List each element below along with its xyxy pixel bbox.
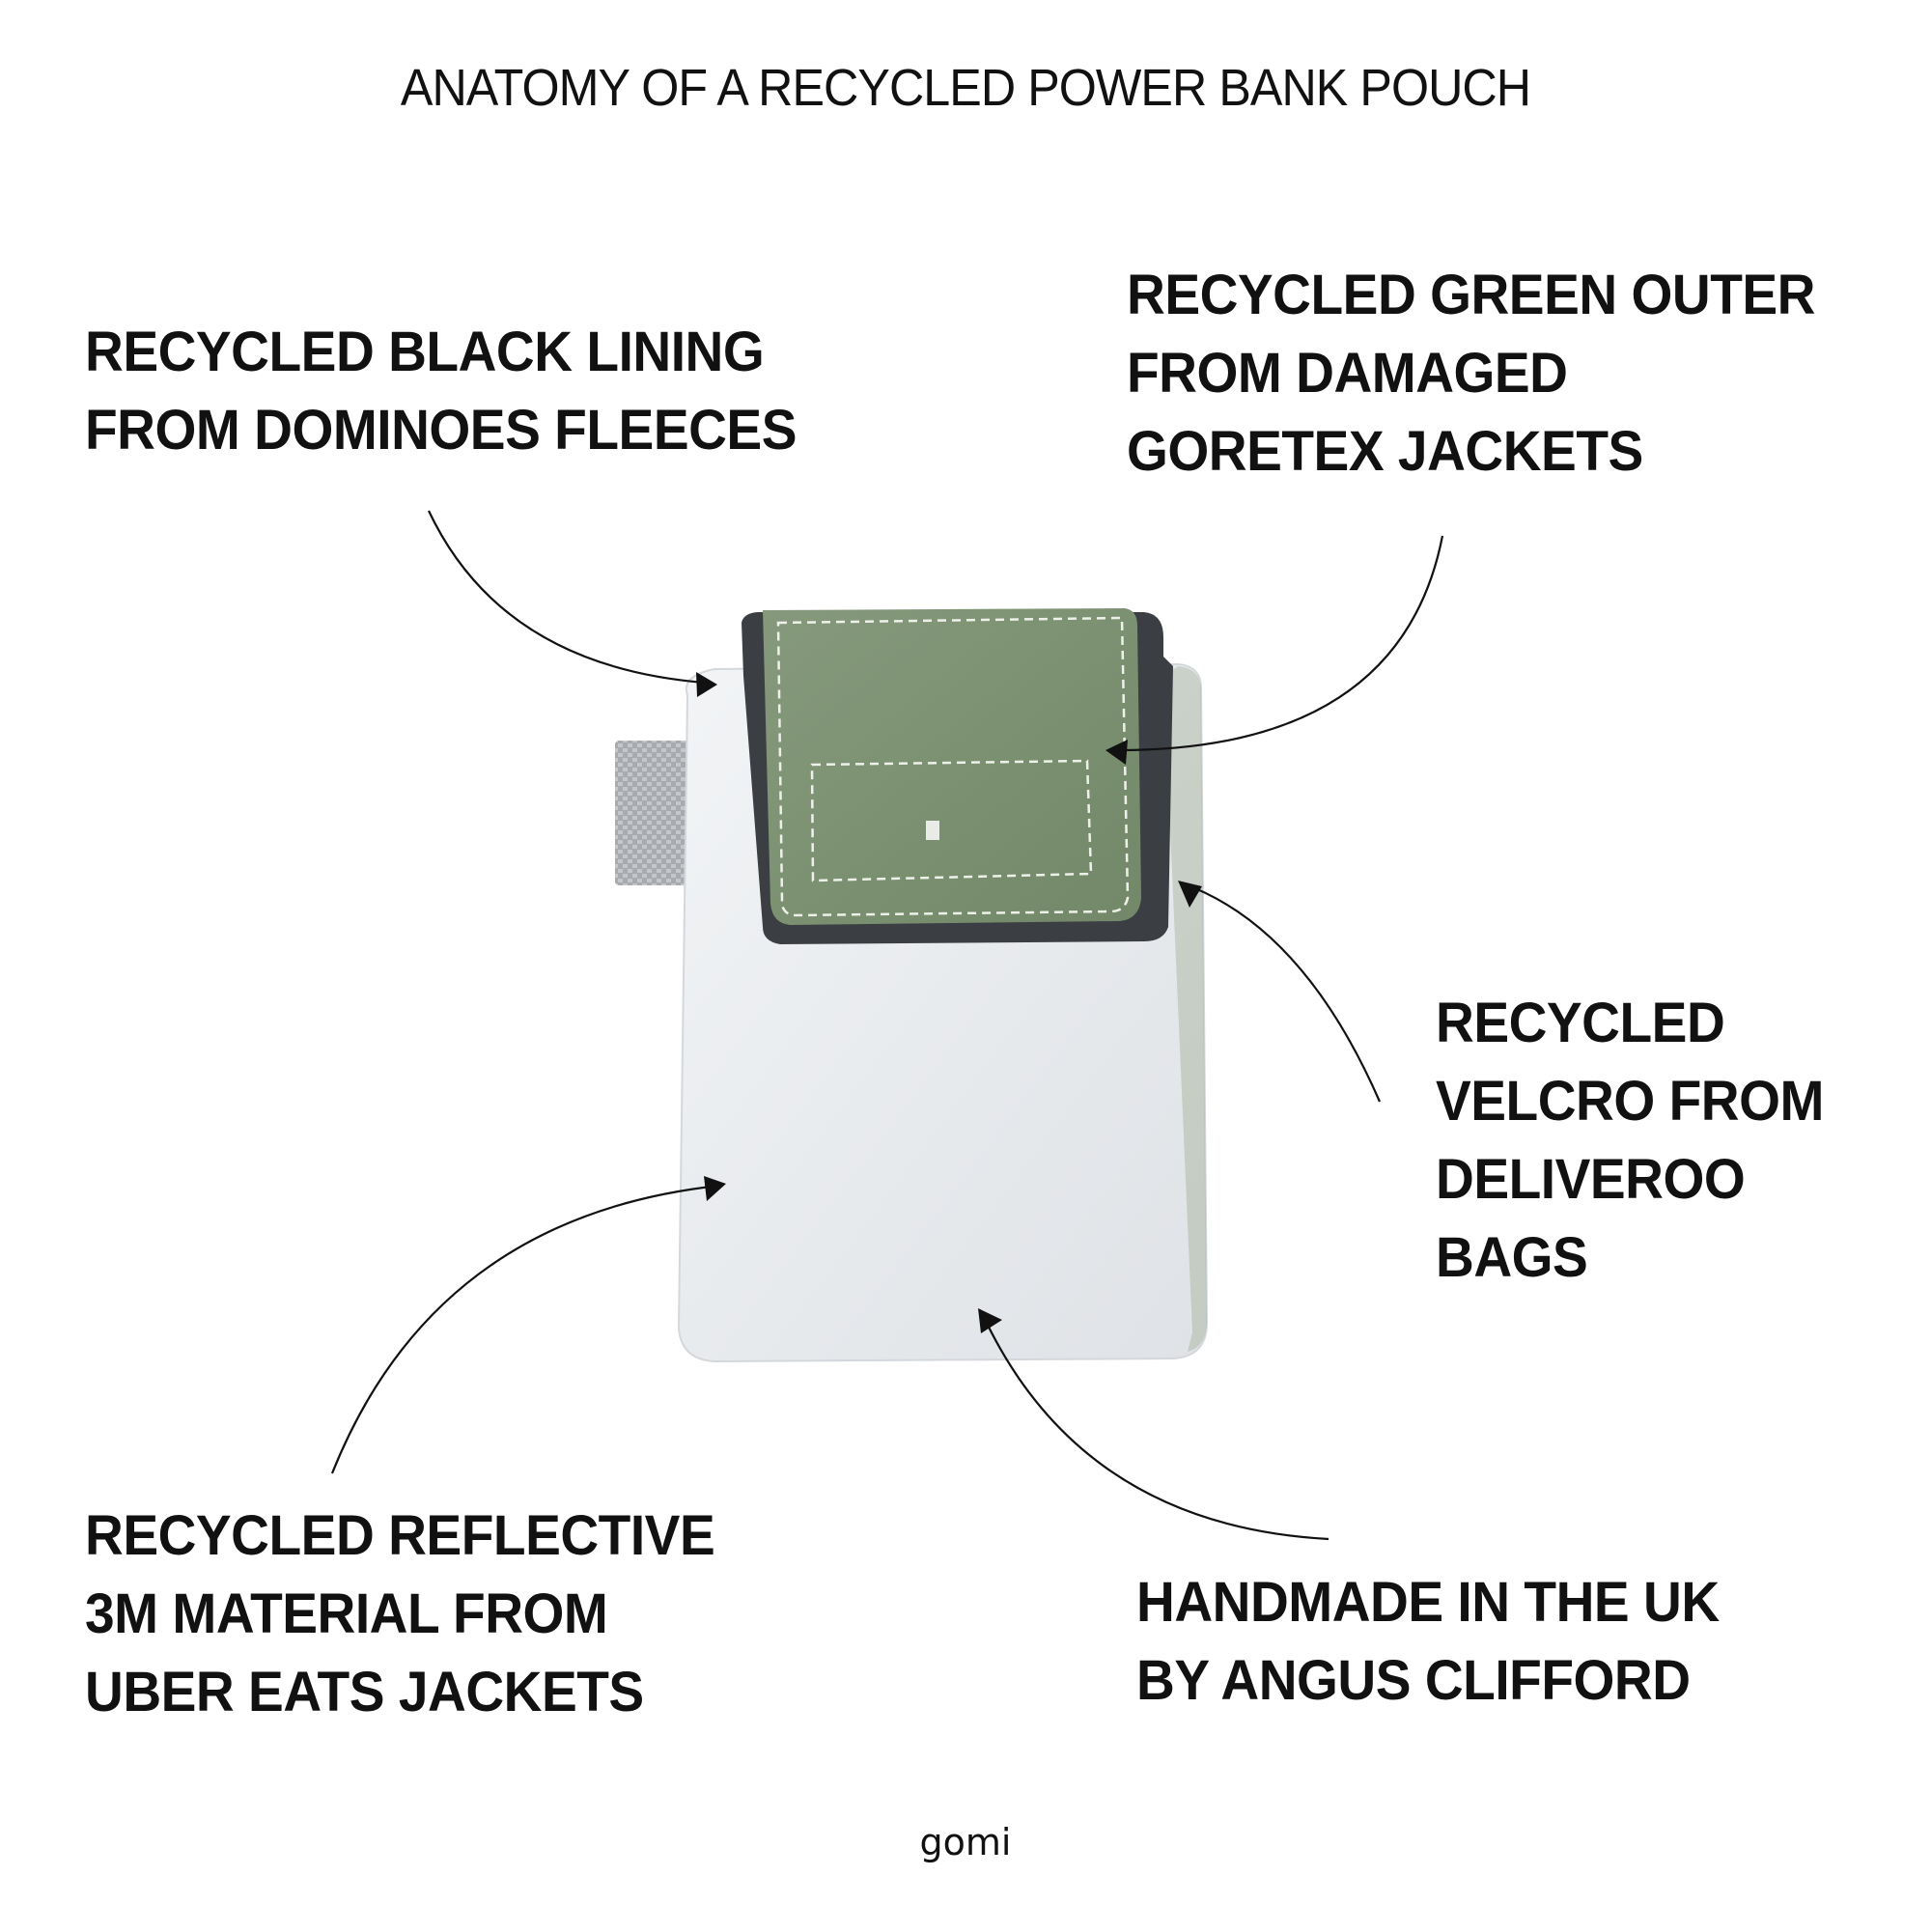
velcro-tab [615, 741, 692, 885]
callout-line: RECYCLED GREEN OUTER [1127, 264, 1815, 326]
callout-line: 3M MATERIAL FROM [85, 1582, 608, 1645]
callout-line: UBER EATS JACKETS [85, 1661, 644, 1723]
arrowhead-icon [696, 672, 717, 697]
arrowhead-icon [978, 1308, 1002, 1333]
callout-handmade: HANDMADE IN THE UK BY ANGUS CLIFFORD [1136, 1563, 1749, 1720]
callout-line: HANDMADE IN THE UK [1136, 1571, 1720, 1634]
callout-green-outer: RECYCLED GREEN OUTER FROM DAMAGED GORETE… [1127, 256, 1852, 490]
arrowhead-icon [1105, 740, 1128, 765]
page-title: ANATOMY OF A RECYCLED POWER BANK POUCH [400, 59, 1531, 117]
callout-reflective: RECYCLED REFLECTIVE 3M MATERIAL FROM UBE… [85, 1497, 748, 1731]
callout-velcro: RECYCLED VELCRO FROM DELIVEROO BAGS [1436, 984, 1844, 1297]
green-flap [763, 608, 1141, 925]
callout-line: BAGS [1436, 1226, 1588, 1289]
callout-line: BY ANGUS CLIFFORD [1136, 1649, 1691, 1712]
arrow-black-lining [428, 510, 706, 685]
callout-line: RECYCLED [1436, 992, 1725, 1054]
arrowhead-icon [704, 1176, 726, 1201]
arrow-green-outer [1109, 535, 1444, 752]
callout-line: FROM DOMINOES FLEECES [85, 399, 797, 462]
arrow-velcro [1182, 882, 1382, 1103]
arrow-reflective [330, 1184, 720, 1474]
callout-line: VELCRO FROM [1436, 1070, 1824, 1133]
arrowhead-icon [1178, 881, 1202, 908]
arrow-handmade [982, 1314, 1329, 1541]
brand-logo: gomi [919, 1821, 1012, 1863]
callout-black-lining: RECYCLED BLACK LINING FROM DOMINOES FLEE… [85, 313, 834, 469]
callout-line: DELIVEROO [1436, 1148, 1746, 1211]
callout-line: GORETEX JACKETS [1127, 420, 1643, 483]
callout-line: RECYCLED REFLECTIVE [85, 1504, 715, 1567]
callout-line: FROM DAMAGED [1127, 342, 1568, 405]
callout-line: RECYCLED BLACK LINING [85, 321, 765, 383]
